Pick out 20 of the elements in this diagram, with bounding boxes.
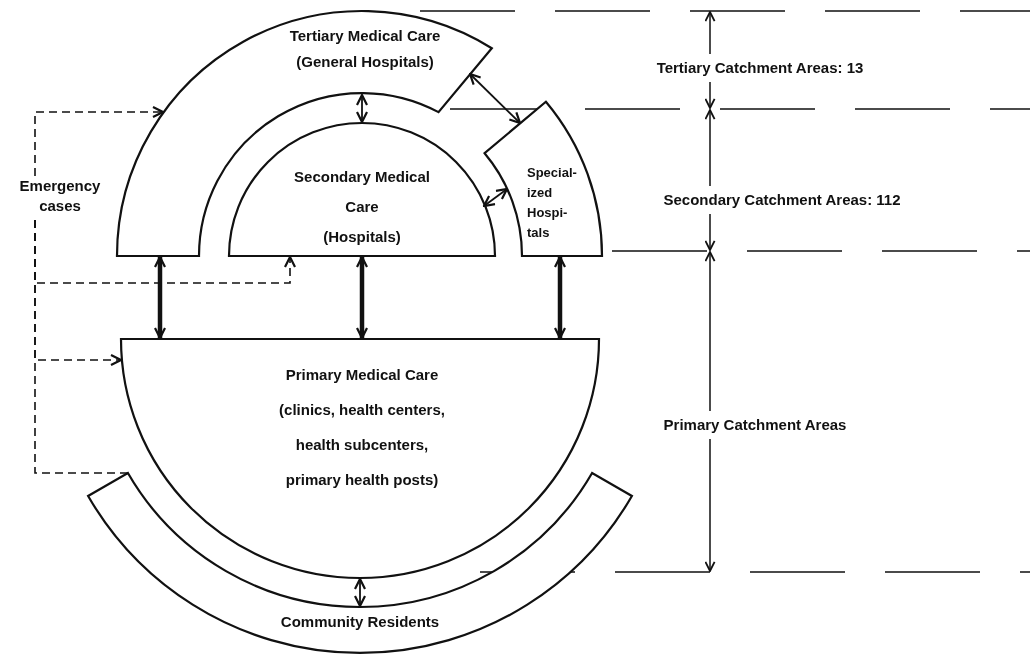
node-label: Tertiary Medical Care [288,26,442,46]
area-label: Secondary Catchment Areas: 112 [663,190,901,210]
area-label: Tertiary Catchment Areas: 13 [656,58,864,78]
node-label: (clinics, health centers, health subcenters, primary health posts) [278,400,446,490]
double-arrow [355,93,369,124]
double-arrow [355,255,369,340]
node-label: Special- ized Hospi- tals [527,164,578,242]
node-label: (General Hospitals) [295,52,435,72]
double-arrow [153,255,167,340]
double-arrow [468,72,522,125]
node-label: Primary Medical Care [284,365,440,385]
dashed-arrow [34,219,123,367]
node-label: Secondary Medical Care [293,167,431,217]
double-arrow [553,255,567,340]
area-label: Primary Catchment Areas [663,415,847,435]
double-arrow [482,187,509,208]
dashed-arrow [34,105,165,177]
node-label: Community Residents [279,612,441,632]
node-label: (Hospitals) [322,227,402,247]
double-arrow [353,577,367,608]
